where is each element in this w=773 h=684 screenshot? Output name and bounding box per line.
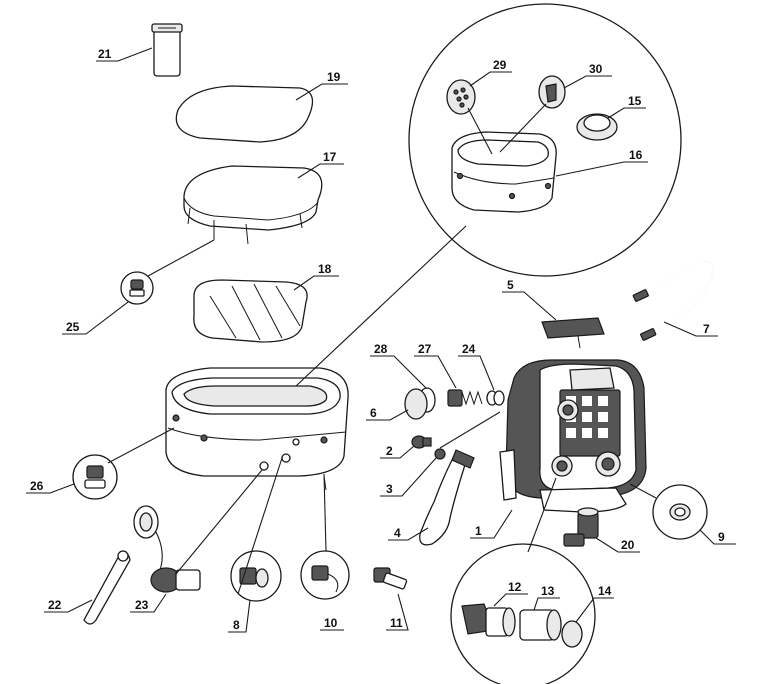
callout-1: 1 [475, 524, 482, 538]
callout-20: 20 [621, 538, 635, 552]
part-21-container [151, 23, 183, 77]
callout-15: 15 [628, 94, 642, 108]
callout-11: 11 [390, 616, 403, 630]
part-11-drain-connector [373, 567, 408, 590]
callout-23: 23 [135, 598, 149, 612]
callout-24: 24 [462, 342, 476, 356]
callout-9: 9 [718, 530, 725, 544]
part-8-valve-detail [230, 550, 282, 602]
part-15-cap [576, 113, 618, 141]
callout-4: 4 [394, 526, 401, 540]
callout-18: 18 [318, 262, 332, 276]
callout-21: 21 [98, 47, 112, 61]
callout-8: 8 [233, 618, 240, 632]
part-4-wrench [419, 449, 475, 546]
part-3-connector [434, 448, 446, 460]
part-19-top-cover [175, 85, 314, 143]
part-16-tub-liner [451, 131, 557, 213]
callout-10: 10 [324, 616, 338, 630]
part-7-hose [632, 261, 714, 341]
detail-circle-spa-liner [408, 3, 682, 277]
part-23-valve-assembly [133, 505, 201, 593]
callout-6: 6 [370, 406, 377, 420]
part-27-spring-valve [447, 389, 483, 407]
part-5-control-panel-cover [541, 317, 605, 349]
part-18-seat-cushion [193, 279, 308, 343]
callout-12: 12 [508, 580, 522, 594]
callout-14: 14 [598, 584, 612, 598]
part-10-drain-detail [300, 550, 350, 600]
part-14-filter-cap [561, 620, 583, 648]
part-6-valve-cap [404, 388, 428, 420]
callout-3: 3 [386, 482, 393, 496]
part-22-inflation-tool [83, 550, 131, 625]
callout-28: 28 [374, 342, 388, 356]
part-2-plug [411, 435, 432, 449]
part-17-insulated-lid [183, 165, 323, 245]
part-24-o-rings [486, 390, 505, 406]
detail-circle-filter-assembly [450, 543, 596, 684]
part-29-massage-jet [446, 79, 476, 115]
callouts: 21 19 17 18 25 26 29 30 15 16 5 7 [26, 47, 736, 633]
callout-16: 16 [629, 148, 643, 162]
callout-19: 19 [327, 70, 341, 84]
part-12-filter-housing [461, 603, 516, 637]
part-1-pump-heater-unit [499, 359, 647, 513]
callout-26: 26 [30, 479, 44, 493]
callout-25: 25 [66, 320, 80, 334]
callout-27: 27 [418, 342, 432, 356]
callout-7: 7 [703, 322, 710, 336]
callout-30: 30 [589, 62, 603, 76]
callout-5: 5 [507, 278, 514, 292]
part-26-buckle-detail [72, 454, 118, 500]
part-13-filter-cartridge [519, 609, 562, 641]
callout-2: 2 [386, 444, 393, 458]
callout-17: 17 [323, 150, 337, 164]
connection-lines [107, 225, 657, 595]
part-20-pump-connector [563, 507, 599, 547]
callout-29: 29 [493, 58, 507, 72]
callout-22: 22 [48, 598, 62, 612]
part-30-jet-cover [538, 75, 566, 109]
callout-13: 13 [541, 584, 555, 598]
part-26-inflatable-spa-tub [165, 367, 349, 491]
part-9-gasket-ring [652, 484, 708, 540]
part-25-buckle-clip [120, 271, 154, 305]
